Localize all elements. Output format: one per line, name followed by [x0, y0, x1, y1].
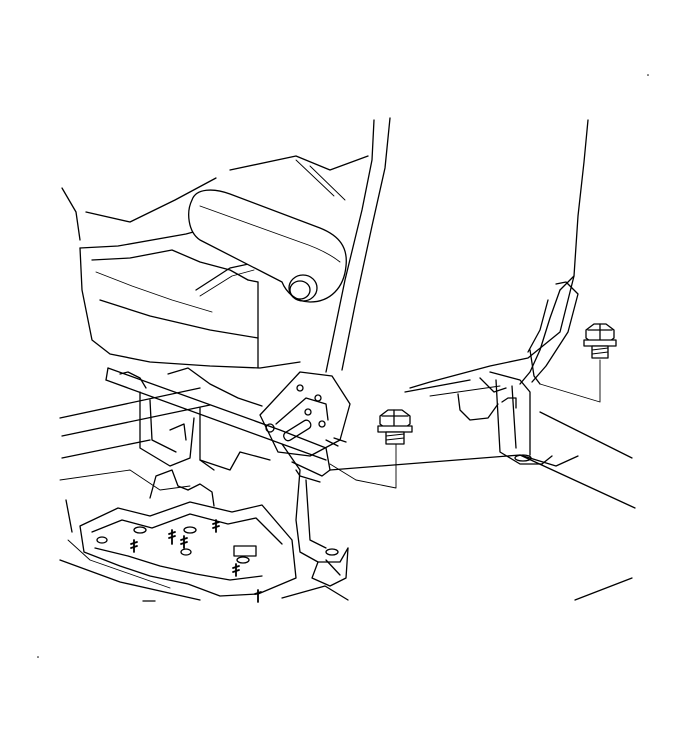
- seat-bolt-rear: [583, 323, 617, 359]
- recliner-bracket: [167, 367, 351, 457]
- stud-icon: [130, 519, 262, 603]
- seat-bolt-front: [377, 409, 413, 445]
- seat-adjuster-track: [105, 367, 349, 587]
- speck: [37, 656, 39, 658]
- speck: [647, 74, 649, 76]
- floor-bracket: [79, 469, 297, 597]
- floor-pan: [59, 379, 636, 602]
- seat-assembly: [61, 117, 589, 465]
- leader-lines: [329, 359, 601, 489]
